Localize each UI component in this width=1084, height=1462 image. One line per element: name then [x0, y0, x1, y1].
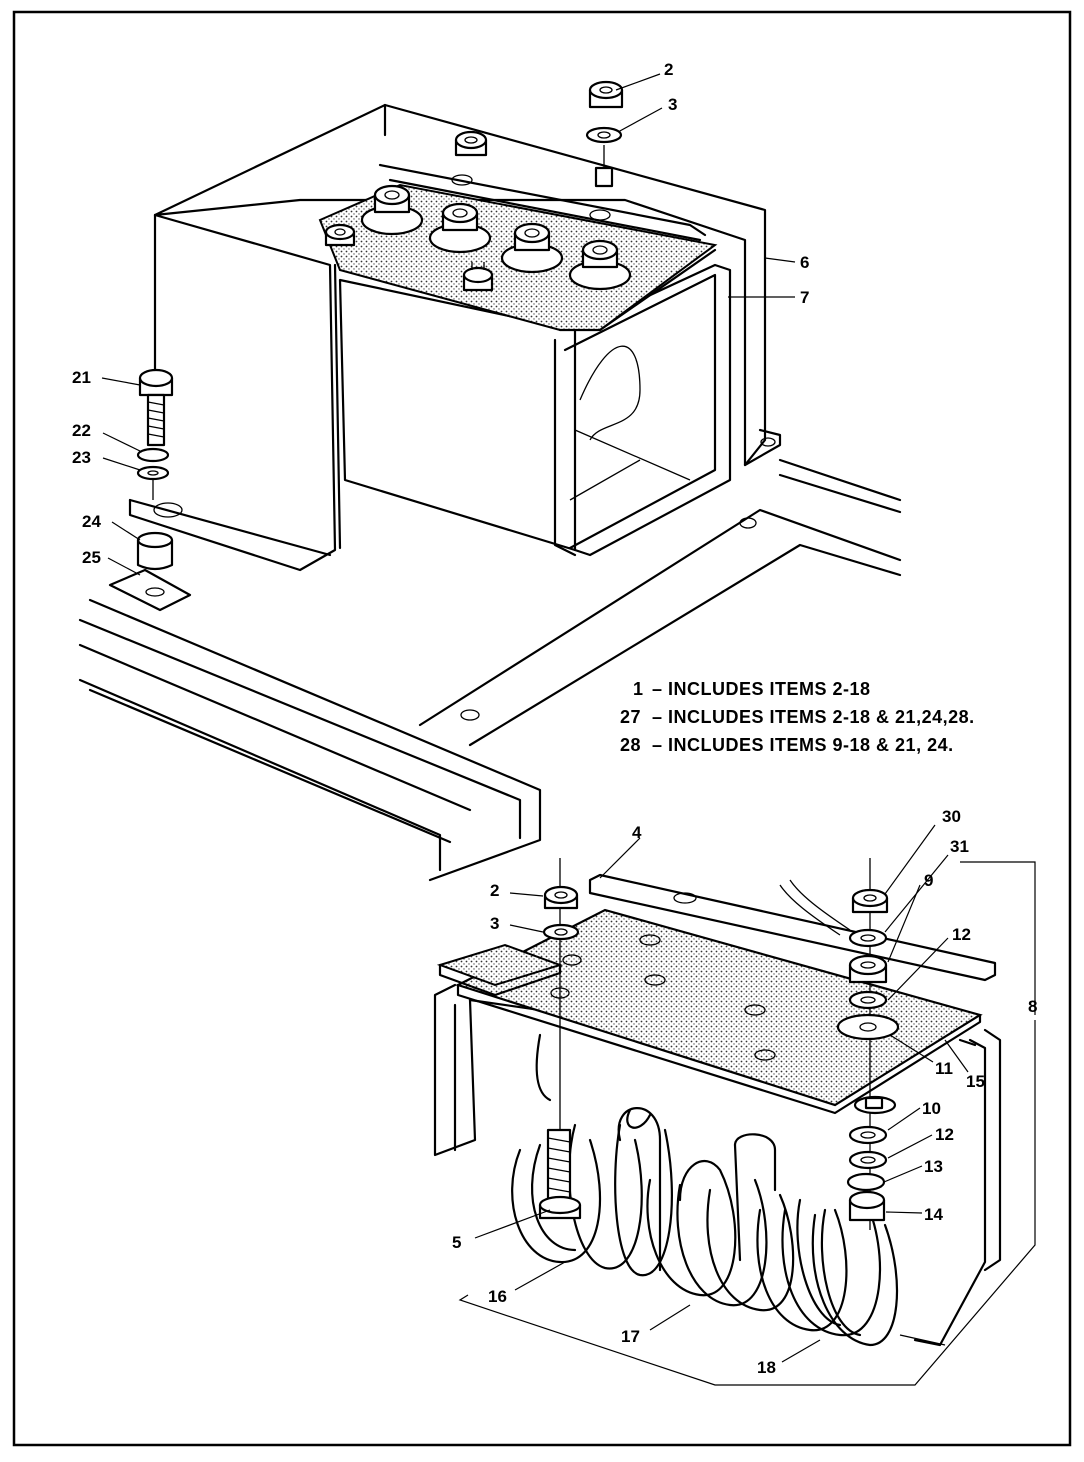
callout-9: 9 [924, 871, 933, 890]
note-1-text: – INCLUDES ITEMS 2-18 [652, 679, 871, 699]
terminal-studs [324, 130, 632, 292]
terminal-stud [500, 222, 564, 274]
callout-13: 13 [924, 1157, 943, 1176]
right-hardware-stack [836, 858, 900, 1230]
inner-bracket [338, 263, 732, 557]
small-nut [324, 223, 356, 247]
callout-7: 7 [800, 288, 809, 307]
callout-12-lower-stack: 12 [935, 1125, 954, 1144]
callout-30: 30 [942, 807, 961, 826]
callout-22: 22 [72, 421, 91, 440]
terminal-board-lower [455, 908, 983, 1115]
callout-8: 8 [1028, 997, 1037, 1016]
exploded-nut-washer-upper [585, 80, 624, 188]
callout-2-upper: 2 [664, 60, 673, 79]
callout-17: 17 [621, 1327, 640, 1346]
callout-16: 16 [488, 1287, 507, 1306]
strip-plate [588, 873, 997, 982]
callout-12-upper-stack: 12 [952, 925, 971, 944]
terminal-stud [568, 239, 632, 291]
note-27-number: 27 [620, 707, 641, 727]
callout-3-upper: 3 [668, 95, 677, 114]
upper-assembly: 2 3 6 7 21 22 23 24 25 [72, 60, 902, 882]
callout-15: 15 [966, 1072, 985, 1091]
callout-21: 21 [72, 368, 91, 387]
left-hardware-stack [538, 858, 582, 1220]
callout-5: 5 [452, 1233, 461, 1252]
notes-block: 1 – INCLUDES ITEMS 2-18 27 – INCLUDES IT… [620, 679, 975, 755]
callout-23: 23 [72, 448, 91, 467]
small-nut [454, 130, 488, 157]
field-coil [511, 1107, 899, 1347]
group-brackets [458, 861, 1036, 1386]
callout-18: 18 [757, 1358, 776, 1377]
callout-31: 31 [950, 837, 969, 856]
note-27-text: – INCLUDES ITEMS 2-18 & 21,24,28. [652, 707, 975, 727]
callouts-lower: 4 2 3 30 31 9 12 8 11 15 10 12 13 14 [452, 807, 1037, 1377]
callouts-upper: 2 3 6 7 21 22 23 24 25 [72, 60, 809, 576]
callout-25: 25 [82, 548, 101, 567]
callout-3-lower: 3 [490, 914, 499, 933]
callout-11: 11 [935, 1059, 953, 1078]
page-border [12, 10, 1072, 1447]
terminal-stud [428, 202, 492, 254]
callout-2-lower: 2 [490, 881, 499, 900]
callout-4: 4 [632, 823, 642, 842]
small-nut [462, 262, 494, 292]
mounting-hardware [108, 368, 192, 612]
callout-24: 24 [82, 512, 101, 531]
lower-assembly: 4 2 3 30 31 9 12 8 11 15 10 12 13 14 [433, 807, 1037, 1386]
callout-10: 10 [922, 1099, 941, 1118]
callout-14: 14 [924, 1205, 943, 1224]
note-28-number: 28 [620, 735, 641, 755]
frame-rails [78, 458, 902, 882]
terminal-stud [360, 184, 424, 236]
outer-bracket [128, 103, 782, 572]
callout-6: 6 [800, 253, 809, 272]
note-28-text: – INCLUDES ITEMS 9-18 & 21, 24. [652, 735, 954, 755]
note-1-number: 1 [633, 679, 644, 699]
